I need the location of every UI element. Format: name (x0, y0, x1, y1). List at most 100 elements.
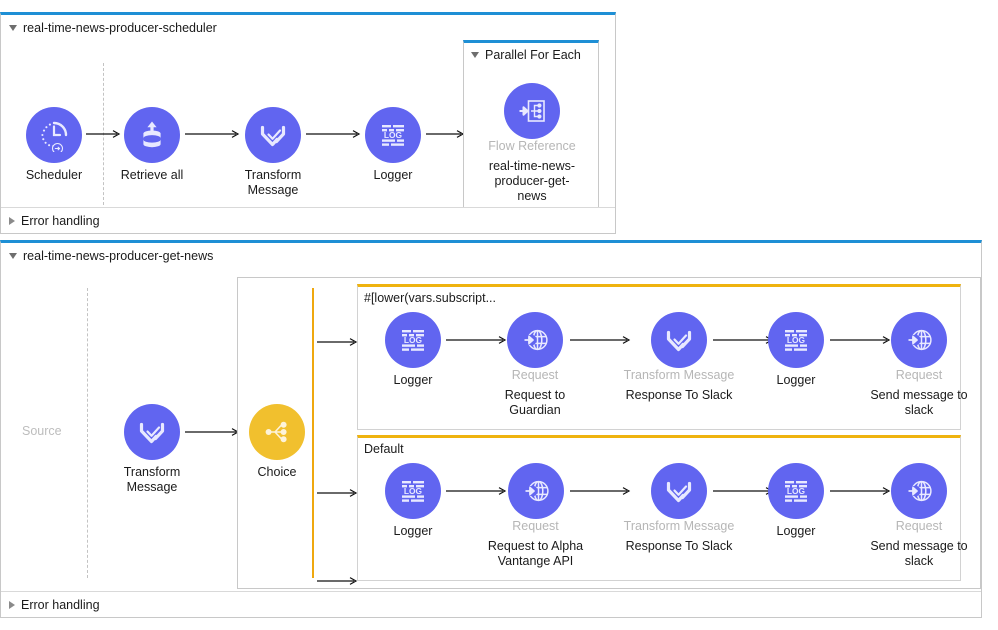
node-response-to-slack-label: Response To Slack (625, 388, 733, 402)
node-logger-2-label: Logger (776, 524, 816, 538)
node-request-alpha-vantage-sub: Request (512, 519, 559, 533)
node-send-message-slack-label: Send message to slack (870, 539, 968, 568)
logger-icon: LOG (768, 312, 824, 368)
node-send-message-slack-sub: Request (895, 368, 943, 382)
node-send-message-slack-sub: Request (895, 519, 943, 533)
node-response-to-slack-label: Response To Slack (625, 539, 733, 553)
node-logger-2[interactable]: LOG Logger (736, 463, 856, 539)
node-scheduler-label: Scheduler (25, 168, 83, 182)
http-request-icon (507, 463, 564, 519)
transform-message-icon (124, 404, 180, 460)
arrow-r1-1 (446, 335, 508, 345)
arrow-r2-4 (830, 486, 892, 496)
flow-scheduler[interactable]: real-time-news-producer-scheduler (0, 12, 616, 234)
logger-icon: LOG (385, 463, 441, 519)
node-send-message-slack-label: Send message to slack (870, 388, 968, 417)
node-scheduler[interactable]: Scheduler (0, 107, 114, 183)
arrow-retrieve-to-transform (185, 129, 241, 139)
arrow-r2-2 (570, 486, 632, 496)
node-retrieve-all[interactable]: Retrieve all (92, 107, 212, 183)
node-logger-label: Logger (393, 524, 433, 538)
http-request-icon (507, 312, 563, 368)
arrow-scheduler-to-retrieve (86, 129, 122, 139)
flow-scheduler-name: real-time-news-producer-scheduler (23, 21, 217, 35)
arrow-choice-branch-2 (317, 488, 359, 498)
route-box-default[interactable]: Default LOG Logger (357, 435, 968, 581)
flow-get-news-name: real-time-news-producer-get-news (23, 249, 214, 263)
node-retrieve-all-label: Retrieve all (120, 168, 184, 182)
node-transform-message[interactable]: Transform Message (92, 404, 212, 495)
logger-icon: LOG (385, 312, 441, 368)
route-default-label: Default (364, 442, 404, 456)
logger-icon: LOG (365, 107, 421, 163)
flow-scheduler-error-handling[interactable]: Error handling (1, 207, 615, 233)
node-logger-label: Logger (393, 373, 433, 387)
source-divider (87, 288, 88, 578)
flow-get-news[interactable]: real-time-news-producer-get-news Source … (0, 240, 982, 618)
collapse-triangle-icon[interactable] (9, 25, 17, 31)
node-send-message-slack[interactable]: Request Send message to slack (859, 463, 979, 569)
arrow-choice-to-route-1 (317, 576, 359, 586)
node-request-guardian-sub: Request (511, 368, 559, 382)
arrow-choice-branch-1 (317, 337, 359, 347)
node-request-guardian-label: Request to Guardian (504, 388, 566, 417)
arrow-r2-1 (446, 486, 508, 496)
svg-text:LOG: LOG (787, 486, 805, 496)
node-send-message-slack[interactable]: Request Send message to slack (859, 312, 979, 418)
route-box-condition[interactable]: #[lower(vars.subscript... LOG L (357, 284, 968, 430)
node-logger[interactable]: LOG Logger (353, 312, 473, 388)
node-response-to-slack-sub: Transform Message (623, 519, 735, 533)
arrow-transform-to-logger (306, 129, 362, 139)
scheduler-icon (26, 107, 82, 163)
svg-text:LOG: LOG (404, 335, 422, 345)
flow-get-news-header[interactable]: real-time-news-producer-get-news (9, 249, 213, 263)
expand-triangle-icon[interactable] (9, 600, 15, 609)
node-request-alpha-vantage[interactable]: Request Request to Alpha Vantange API (473, 463, 598, 569)
node-flow-reference-sub: Flow Reference (488, 139, 576, 153)
node-response-to-slack[interactable]: Transform Message Response To Slack (599, 312, 759, 403)
collapse-triangle-icon[interactable] (9, 253, 17, 259)
node-transform-message[interactable]: Transform Message (213, 107, 333, 198)
node-choice[interactable]: Choice (217, 404, 337, 480)
node-logger-2[interactable]: LOG Logger (736, 312, 856, 388)
node-logger[interactable]: LOG Logger (333, 107, 453, 183)
object-store-retrieve-icon (124, 107, 180, 163)
scope-title: Parallel For Each (485, 48, 581, 62)
scope-parallel-for-each-header[interactable]: Parallel For Each (471, 48, 581, 62)
node-flow-reference-label: real-time-news- producer-get- news (488, 159, 576, 203)
node-logger[interactable]: LOG Logger (353, 463, 473, 539)
choice-icon (249, 404, 305, 460)
node-transform-message-label: Transform Message (123, 465, 181, 494)
svg-text:LOG: LOG (787, 335, 805, 345)
route-condition-label: #[lower(vars.subscript... (364, 291, 496, 305)
node-request-alpha-vantage-label: Request to Alpha Vantange API (487, 539, 584, 568)
transform-message-icon (245, 107, 301, 163)
node-logger-2-label: Logger (776, 373, 816, 387)
scope-parallel-for-each[interactable]: Parallel For Each Flow Reference real-ti… (463, 40, 599, 216)
error-handling-label: Error handling (21, 213, 100, 228)
node-response-to-slack-sub: Transform Message (623, 368, 735, 382)
node-request-guardian[interactable]: Request Request to Guardian (475, 312, 595, 418)
arrow-logger-to-parallel (426, 129, 466, 139)
flow-reference-icon (504, 83, 560, 139)
transform-message-icon (651, 312, 707, 368)
node-logger-label: Logger (373, 168, 413, 182)
flow-scheduler-header[interactable]: real-time-news-producer-scheduler (9, 21, 217, 35)
svg-text:LOG: LOG (404, 486, 422, 496)
node-response-to-slack[interactable]: Transform Message Response To Slack (599, 463, 759, 554)
node-flow-reference[interactable]: Flow Reference real-time-news- producer-… (472, 83, 592, 204)
transform-message-icon (651, 463, 707, 519)
arrow-r1-4 (830, 335, 892, 345)
node-transform-message-label: Transform Message (244, 168, 302, 197)
logger-icon: LOG (768, 463, 824, 519)
collapse-triangle-icon[interactable] (471, 52, 479, 58)
expand-triangle-icon[interactable] (9, 216, 15, 225)
arrow-r1-2 (570, 335, 632, 345)
source-placeholder-label: Source (22, 424, 62, 438)
flow-get-news-error-handling[interactable]: Error handling (1, 591, 981, 617)
http-request-icon (891, 463, 947, 519)
error-handling-label: Error handling (21, 597, 100, 612)
choice-spine (312, 288, 314, 578)
node-choice-label: Choice (257, 465, 297, 479)
